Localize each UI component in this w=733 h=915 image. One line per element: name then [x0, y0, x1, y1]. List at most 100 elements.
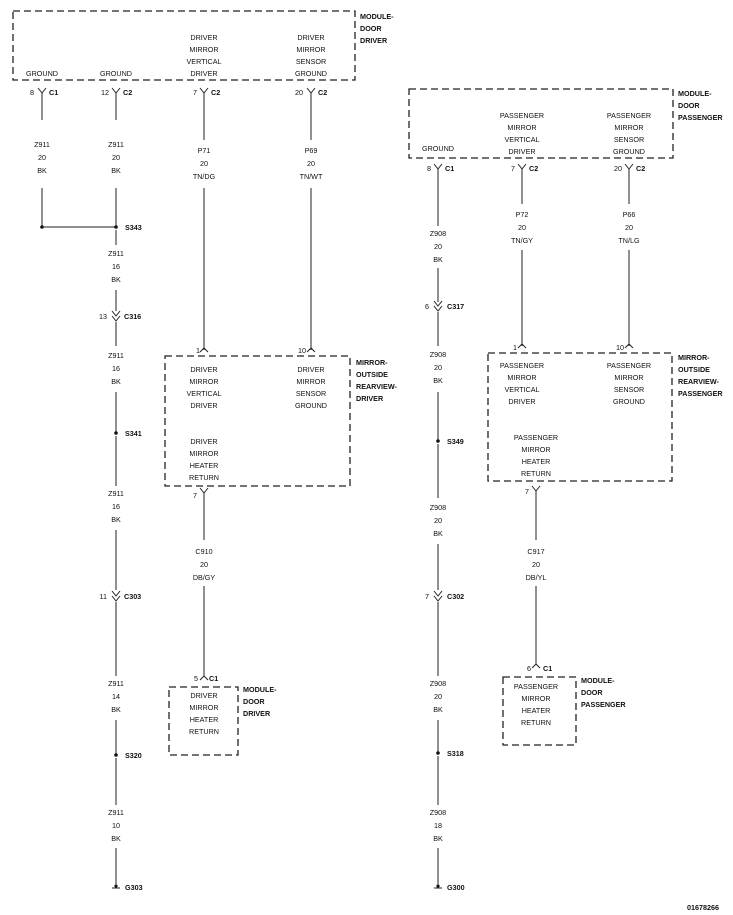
connector-name: C2 [123, 88, 132, 97]
wire-color: TN/DG [193, 172, 216, 181]
wire-color: DB/YL [526, 573, 547, 582]
label: DRIVER [190, 437, 217, 446]
wire-circuit: Z911 [108, 808, 124, 817]
wire-gauge: 16 [112, 502, 120, 511]
wire-gauge: 20 [38, 153, 46, 162]
wire-color: BK [433, 529, 443, 538]
connector-pin: 7 [511, 164, 515, 173]
splice-dot [436, 439, 440, 443]
label: DRIVER [297, 365, 324, 374]
label: GROUND [295, 69, 327, 78]
pin-symbol [517, 343, 527, 349]
component-name: DOOR [581, 688, 603, 697]
wire-color: BK [111, 834, 121, 843]
label: PASSENGER [607, 111, 651, 120]
ground-label: G300 [447, 883, 465, 892]
wire-circuit: Z911 [108, 351, 124, 360]
connector-pin: 10 [298, 346, 306, 355]
label: DRIVER [190, 401, 217, 410]
wire-color: BK [433, 834, 443, 843]
connector-symbol [199, 87, 209, 94]
connector-name: C2 [318, 88, 327, 97]
label: HEATER [522, 457, 551, 466]
label: GROUND [422, 144, 454, 153]
wire-circuit: Z908 [430, 679, 446, 688]
label: RETURN [189, 473, 219, 482]
wire-color: BK [433, 705, 443, 714]
label: MIRROR [521, 445, 550, 454]
label: VERTICAL [186, 389, 221, 398]
wire-gauge: 20 [518, 223, 526, 232]
label: MIRROR [614, 373, 643, 382]
label: GROUND [26, 69, 58, 78]
label: SENSOR [614, 135, 644, 144]
wire-color: BK [433, 255, 443, 264]
connector-pin: 7 [525, 487, 529, 496]
wire-color: TN/WT [300, 172, 323, 181]
label: MIRROR [507, 123, 536, 132]
component-name: PASSENGER [678, 113, 723, 122]
label: VERTICAL [186, 57, 221, 66]
component-name: PASSENGER [678, 389, 723, 398]
splice-dot [114, 225, 118, 229]
connector-name: C1 [209, 674, 218, 683]
wire-gauge: 20 [200, 560, 208, 569]
inline-connector-symbol [111, 595, 121, 602]
mirror-outside-rearview-driver-box [164, 355, 351, 487]
label: SENSOR [614, 385, 644, 394]
component-name: DRIVER [360, 36, 388, 45]
label: MIRROR [507, 373, 536, 382]
wire-gauge: 20 [434, 363, 442, 372]
wire-circuit: C917 [527, 547, 544, 556]
wire-circuit: Z911 [108, 679, 124, 688]
connector-pin: 20 [295, 88, 303, 97]
label: PASSENGER [500, 361, 544, 370]
ground-g303-icon [114, 884, 118, 888]
label: SENSOR [296, 389, 326, 398]
wire-gauge: 16 [112, 364, 120, 373]
connector-pin: 1 [196, 346, 200, 355]
ground-g300-icon [436, 884, 440, 888]
component-name: DOOR [360, 24, 382, 33]
label: DRIVER [190, 33, 217, 42]
component-name: PASSENGER [581, 700, 626, 709]
inline-connector-symbol [433, 300, 443, 307]
connector-name: C302 [447, 592, 464, 601]
label: MIRROR [189, 377, 218, 386]
inline-connector-symbol [433, 595, 443, 602]
component-name: DRIVER [356, 394, 384, 403]
label: RETURN [521, 718, 551, 727]
connector-pin: 8 [427, 164, 431, 173]
splice-label: S320 [125, 751, 142, 760]
wire-circuit: Z908 [430, 503, 446, 512]
module-door-passenger-box [408, 88, 674, 159]
label: DRIVER [297, 33, 324, 42]
inline-connector-symbol [433, 590, 443, 597]
label: VERTICAL [504, 135, 539, 144]
connector-name: C1 [543, 664, 552, 673]
connector-name: C2 [529, 164, 538, 173]
connector-pin: 12 [101, 88, 109, 97]
wire-gauge: 20 [200, 159, 208, 168]
connector-pin: 7 [425, 592, 429, 601]
wire-circuit: C910 [195, 547, 212, 556]
connector-name: C2 [636, 164, 645, 173]
pin-symbol [624, 343, 634, 349]
connector-name: C1 [445, 164, 454, 173]
wire-circuit: Z908 [430, 808, 446, 817]
wire-circuit: Z911 [108, 489, 124, 498]
wire-color: BK [111, 377, 121, 386]
label: MIRROR [296, 377, 325, 386]
connector-pin: 8 [30, 88, 34, 97]
connector-symbol [199, 487, 209, 494]
wire-circuit: P71 [198, 146, 211, 155]
label: PASSENGER [514, 682, 558, 691]
label: MIRROR [614, 123, 643, 132]
wire-color: BK [433, 376, 443, 385]
label: GROUND [100, 69, 132, 78]
connector-symbol [306, 87, 316, 94]
label: HEATER [522, 706, 551, 715]
wire-circuit: Z911 [108, 249, 124, 258]
wire-gauge: 16 [112, 262, 120, 271]
label: RETURN [521, 469, 551, 478]
